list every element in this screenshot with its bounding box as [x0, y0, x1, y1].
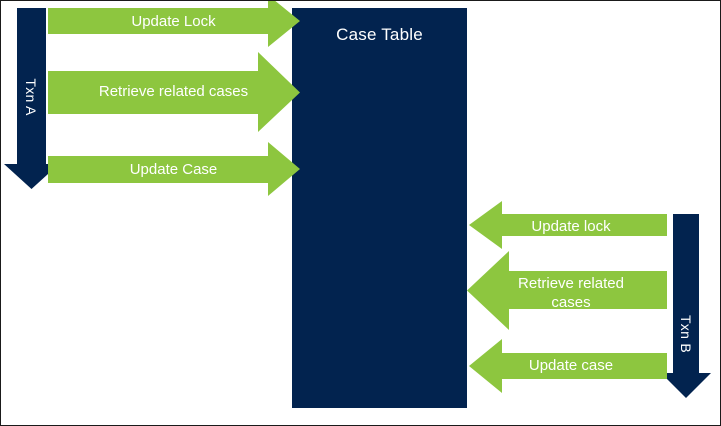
txn-b-arrow	[661, 214, 711, 398]
case-table-rect	[292, 8, 467, 408]
update-lock-arrow-b	[469, 201, 667, 249]
retrieve-related-cases-arrow-b	[467, 251, 667, 330]
update-lock-arrow	[48, 1, 300, 47]
update-case-arrow	[48, 142, 300, 196]
retrieve-related-cases-arrow	[48, 52, 300, 132]
txn-a-arrow	[4, 8, 59, 189]
update-case-arrow-b	[469, 339, 667, 393]
